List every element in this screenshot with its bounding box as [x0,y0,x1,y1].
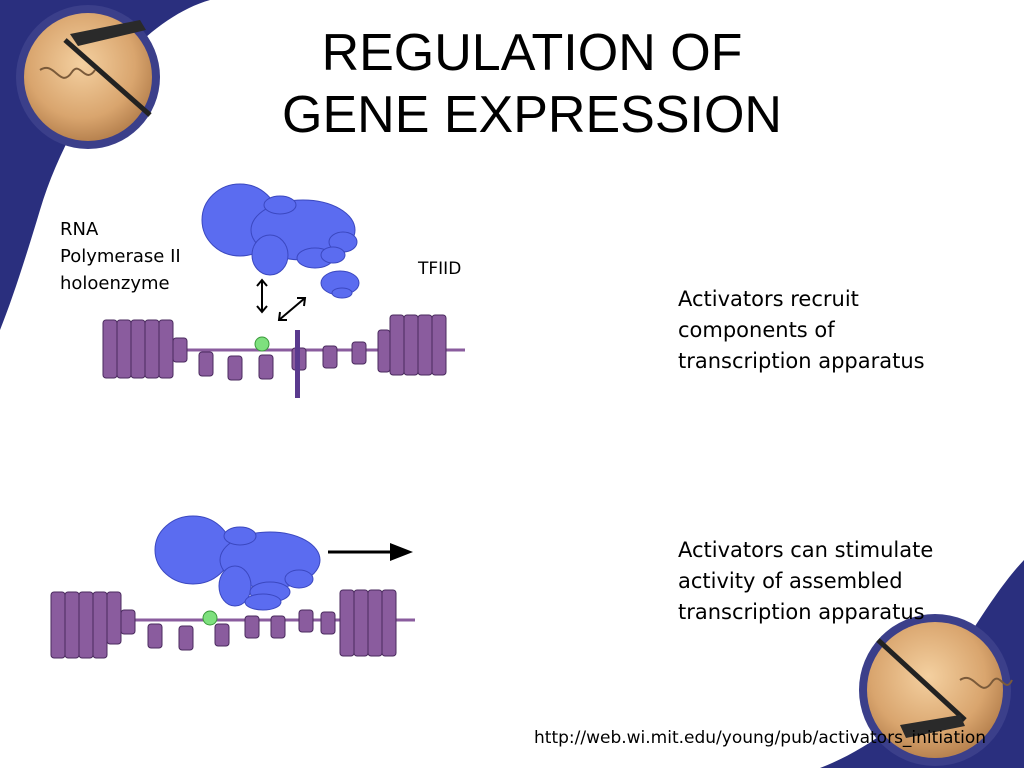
caption-recruit-line-3: transcription apparatus [678,349,925,373]
caption-stimulate: Activators can stimulate activity of ass… [678,535,933,628]
caption-stimulate-line-3: transcription apparatus [678,600,925,624]
nucleosome-cluster-right [377,314,447,376]
direction-arrow [328,543,413,561]
recruitment-diagram [102,183,465,398]
slide-title: REGULATION OF GENE EXPRESSION [232,22,832,146]
rna-polymerase-label: RNA Polymerase II holoenzyme [60,216,181,297]
tfiid-label: TFIID [418,259,462,279]
rna-label-line-1: RNA [60,219,99,240]
rna-label-line-3: holoenzyme [60,273,170,294]
caption-stimulate-line-1: Activators can stimulate [678,538,934,562]
nucleosome-beads [172,337,367,381]
caption-stimulate-line-2: activity of assembled [678,569,903,593]
activator-stalk [295,330,300,398]
caption-recruit: Activators recruit components of transcr… [678,284,925,377]
pen-medallion-icon-bottom [859,614,1013,766]
pen-medallion-icon-top [16,5,160,149]
activator-green-dot-bottom [202,610,218,626]
recruitment-arrows [256,278,307,321]
tfiid-complex [320,270,360,299]
nucleosome-cluster-left-bottom [50,591,122,659]
caption-recruit-line-1: Activators recruit [678,287,859,311]
nucleosome-cluster-left [102,319,174,379]
title-line-2: GENE EXPRESSION [282,86,782,144]
nucleosome-cluster-right-bottom [339,589,397,657]
activator-green-dot [254,336,270,352]
polymerase-holoenzyme-complex [201,183,358,276]
rna-label-line-2: Polymerase II [60,246,181,267]
nucleosome-beads-bottom [120,609,336,651]
stimulation-diagram [50,515,415,659]
caption-recruit-line-2: components of [678,318,835,342]
assembled-apparatus-complex [154,515,321,611]
source-url-link[interactable]: http://web.wi.mit.edu/young/pub/activato… [534,728,987,748]
title-line-1: REGULATION OF [321,24,743,82]
